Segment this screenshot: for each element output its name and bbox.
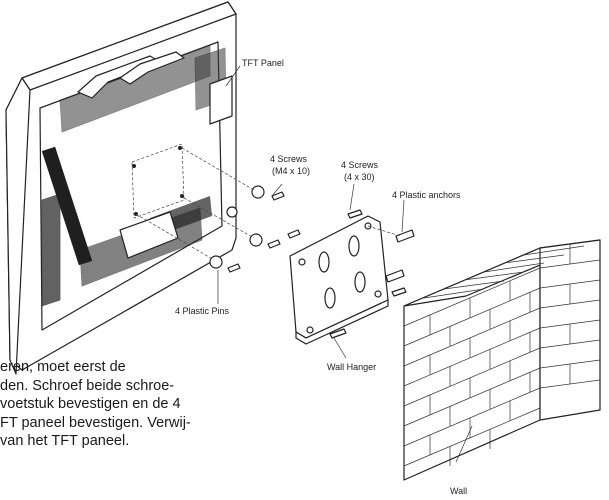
text-line-2: den. Schroef beide schroe-: [0, 377, 175, 394]
text-line-4: FT paneel bevestigen. Verwij-: [0, 414, 191, 431]
label-screws-m4-line2: (M4 x 10): [272, 166, 310, 176]
text-line-1: eren, moet eerst de: [0, 359, 126, 375]
label-screws-4x30-line2: (4 x 30): [344, 172, 375, 182]
instruction-paragraph: eren, moet eerst de den. Schroef beide s…: [0, 358, 300, 479]
label-wall: Wall: [450, 486, 467, 496]
label-plastic-pins: 4 Plastic Pins: [175, 306, 230, 316]
label-tft-panel: TFT Panel: [242, 58, 284, 68]
brick-wall-illustration: [403, 239, 601, 481]
text-line-partial: [0, 461, 300, 480]
label-screws-m4-line1: 4 Screws: [270, 154, 308, 164]
text-line-3: voetstuk bevestigen en de 4: [0, 396, 181, 412]
tft-panel-illustration: [5, 1, 237, 375]
text-line-5: van het TFT paneel.: [0, 433, 130, 449]
wall-hanger-illustration: [289, 209, 415, 345]
label-wall-hanger: Wall Hanger: [327, 362, 376, 372]
label-plastic-anchors: 4 Plastic anchors: [392, 190, 461, 200]
callout-lines: [217, 65, 473, 463]
plastic-pins-group: [135, 147, 301, 273]
label-screws-4x30-line1: 4 Screws: [341, 160, 379, 170]
